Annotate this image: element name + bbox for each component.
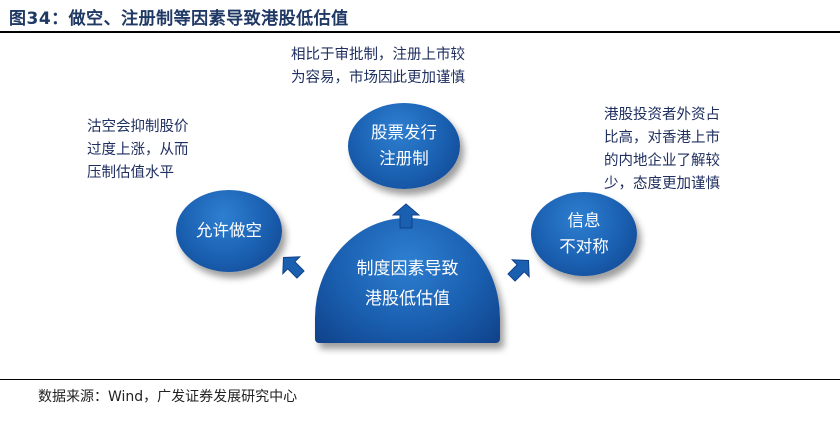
note-line: 沽空会抑制股价 [87, 119, 189, 135]
node-label: 注册制 [379, 149, 429, 168]
source-note: 数据来源：Wind，广发证券发展研究中心 [38, 389, 298, 405]
note-short-selling: 沽空会抑制股价 过度上涨，从而 压制估值水平 [87, 116, 189, 185]
bottom-divider [0, 379, 840, 380]
node-information: 信息 不对称 [531, 192, 637, 276]
note-line: 过度上涨，从而 [87, 142, 189, 158]
note-line: 为容易，市场因此更加谨慎 [291, 70, 465, 86]
arrow-up-icon [392, 203, 420, 229]
figure-title: 图34：做空、注册制等因素导致港股低估值 [9, 9, 349, 29]
node-label: 允许做空 [196, 221, 262, 240]
center-dome: 制度因素导致 港股低估值 [315, 218, 500, 343]
note-registration: 相比于审批制，注册上市较 为容易，市场因此更加谨慎 [291, 44, 465, 90]
note-line: 压制估值水平 [87, 165, 174, 181]
note-line: 相比于审批制，注册上市较 [291, 47, 465, 63]
arrow-up-left-icon [282, 256, 305, 279]
node-label: 股票发行 [371, 123, 437, 142]
note-line: 少，态度更加谨慎 [604, 176, 720, 192]
note-line: 比高，对香港上市 [604, 130, 720, 146]
node-label: 信息 [567, 211, 601, 230]
top-divider [0, 31, 840, 33]
center-label: 港股低估值 [365, 288, 450, 309]
node-registration: 股票发行 注册制 [348, 103, 460, 189]
note-line: 的内地企业了解较 [604, 153, 720, 169]
node-short-selling: 允许做空 [176, 190, 282, 272]
note-information: 港股投资者外资占 比高，对香港上市 的内地企业了解较 少，态度更加谨慎 [604, 104, 720, 196]
node-label: 不对称 [559, 237, 609, 256]
center-label: 制度因素导致 [356, 258, 459, 279]
arrow-up-right-icon [507, 259, 530, 282]
note-line: 港股投资者外资占 [604, 107, 720, 123]
